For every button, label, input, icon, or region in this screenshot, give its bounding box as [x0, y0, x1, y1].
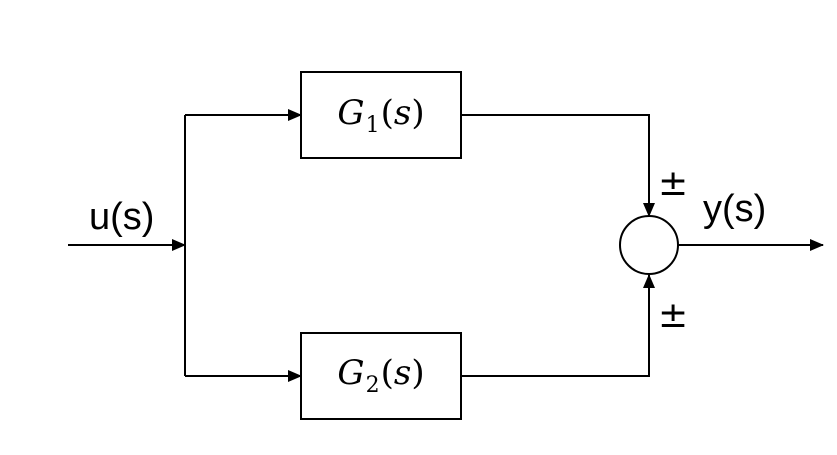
g1-close-paren: )	[411, 93, 425, 133]
bottom-sign: ±	[658, 295, 689, 336]
g2-label: G2(s)	[301, 353, 461, 397]
g2-var: s	[393, 353, 412, 393]
g1-output-line	[461, 114, 655, 217]
g1-subscript: 1	[365, 113, 380, 138]
g1-open-paren: (	[380, 93, 394, 133]
g2-close-paren: )	[411, 353, 425, 393]
input-label: u(s)	[89, 196, 155, 238]
top-sign: ±	[658, 163, 689, 204]
g1-block	[300, 71, 462, 159]
g2-open-paren: (	[380, 353, 394, 393]
summing-junction	[619, 215, 679, 275]
g1-func: G	[337, 93, 365, 133]
g2-func: G	[337, 353, 365, 393]
g2-subscript: 2	[365, 373, 380, 398]
g2-block	[300, 332, 462, 420]
g1-var: s	[393, 93, 412, 133]
output-label: y(s)	[703, 188, 767, 230]
g2-output-line	[461, 274, 655, 377]
g1-label: G1(s)	[301, 93, 461, 137]
